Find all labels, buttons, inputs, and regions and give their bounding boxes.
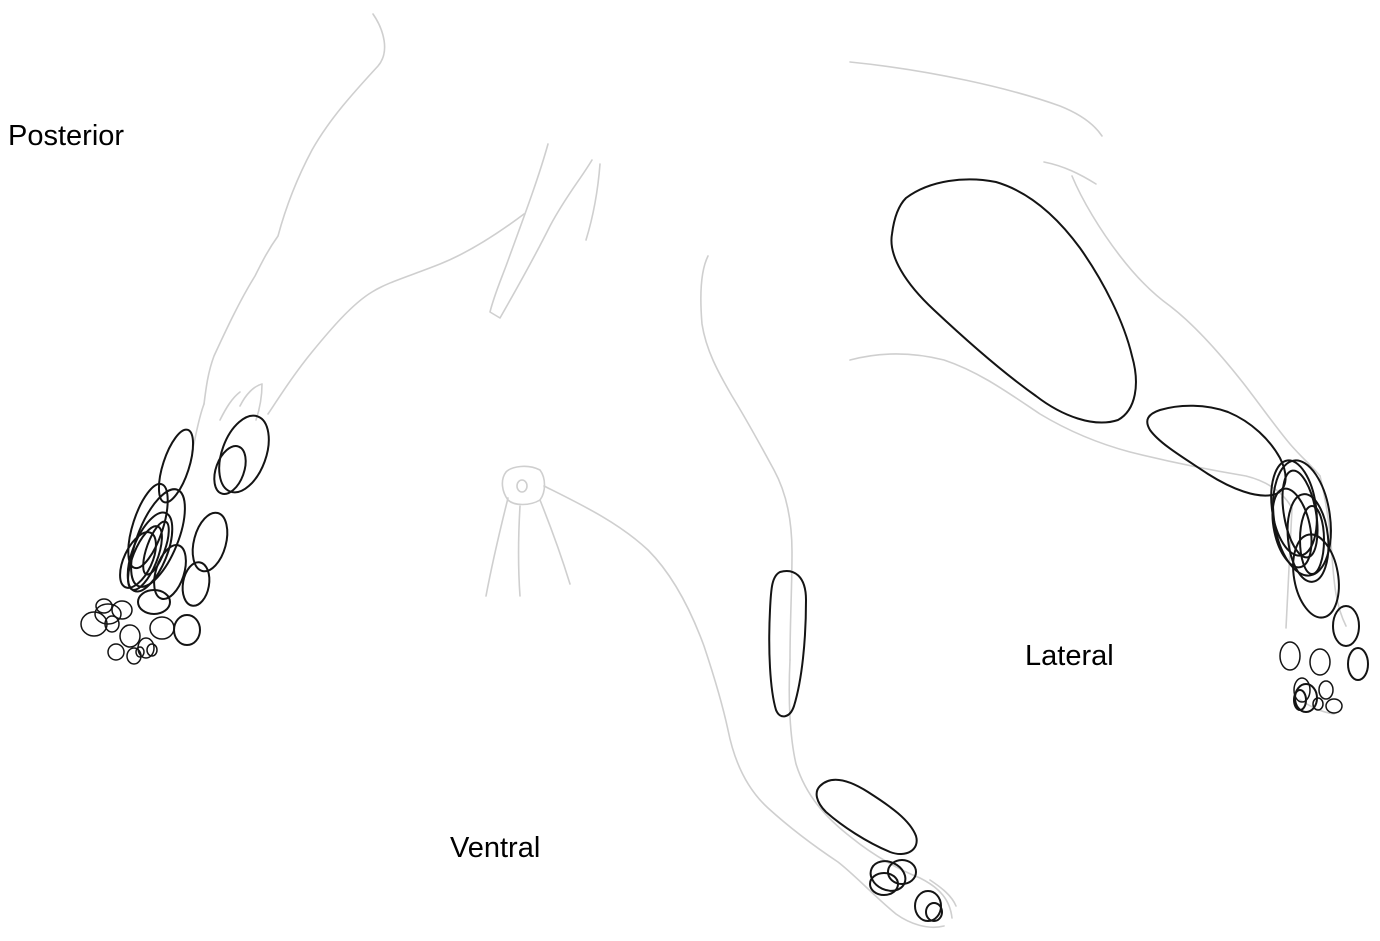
ventral-view bbox=[486, 256, 956, 927]
posterior-marked-regions bbox=[81, 409, 278, 664]
ventral-marked-regions bbox=[769, 571, 942, 921]
lateral-marked-regions bbox=[891, 179, 1368, 713]
lateral-limb-outline bbox=[850, 62, 1346, 714]
posterior-view bbox=[81, 14, 600, 664]
ventral-limb-outline bbox=[486, 256, 956, 927]
lateral-label: Lateral bbox=[1025, 642, 1114, 671]
lateral-view bbox=[850, 62, 1368, 714]
posterior-limb-outline bbox=[192, 14, 600, 452]
ventral-label: Ventral bbox=[450, 834, 540, 863]
posterior-label: Posterior bbox=[8, 122, 124, 151]
